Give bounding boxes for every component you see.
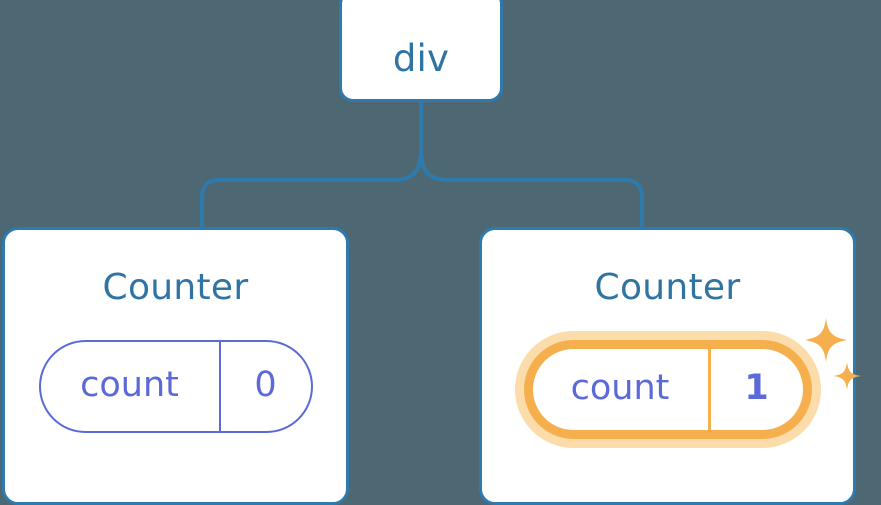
connector-edge-right bbox=[419, 148, 644, 230]
state-key-right: count bbox=[570, 367, 670, 408]
connector-edge-left bbox=[200, 148, 423, 230]
sparkle-large-icon bbox=[804, 318, 847, 362]
state-pill-wrap-left: count 0 bbox=[38, 340, 313, 433]
state-pill-left[interactable]: count 0 bbox=[38, 340, 313, 433]
state-pill-wrap-right: count 1 bbox=[523, 318, 861, 439]
state-key-left: count bbox=[80, 364, 179, 405]
node-counter-left-title: Counter bbox=[102, 267, 249, 308]
node-counter-right-title: Counter bbox=[594, 267, 741, 308]
node-counter-left[interactable]: Counter count 0 bbox=[2, 227, 349, 505]
node-div-title: div bbox=[392, 37, 450, 80]
state-pill-right[interactable]: count 1 bbox=[523, 340, 812, 439]
state-value-right: 1 bbox=[707, 349, 803, 430]
node-counter-right[interactable]: Counter count 1 bbox=[479, 227, 861, 505]
state-value-left: 0 bbox=[218, 342, 311, 431]
node-div[interactable]: div bbox=[339, 0, 503, 102]
sparkle-small-icon bbox=[832, 362, 861, 390]
